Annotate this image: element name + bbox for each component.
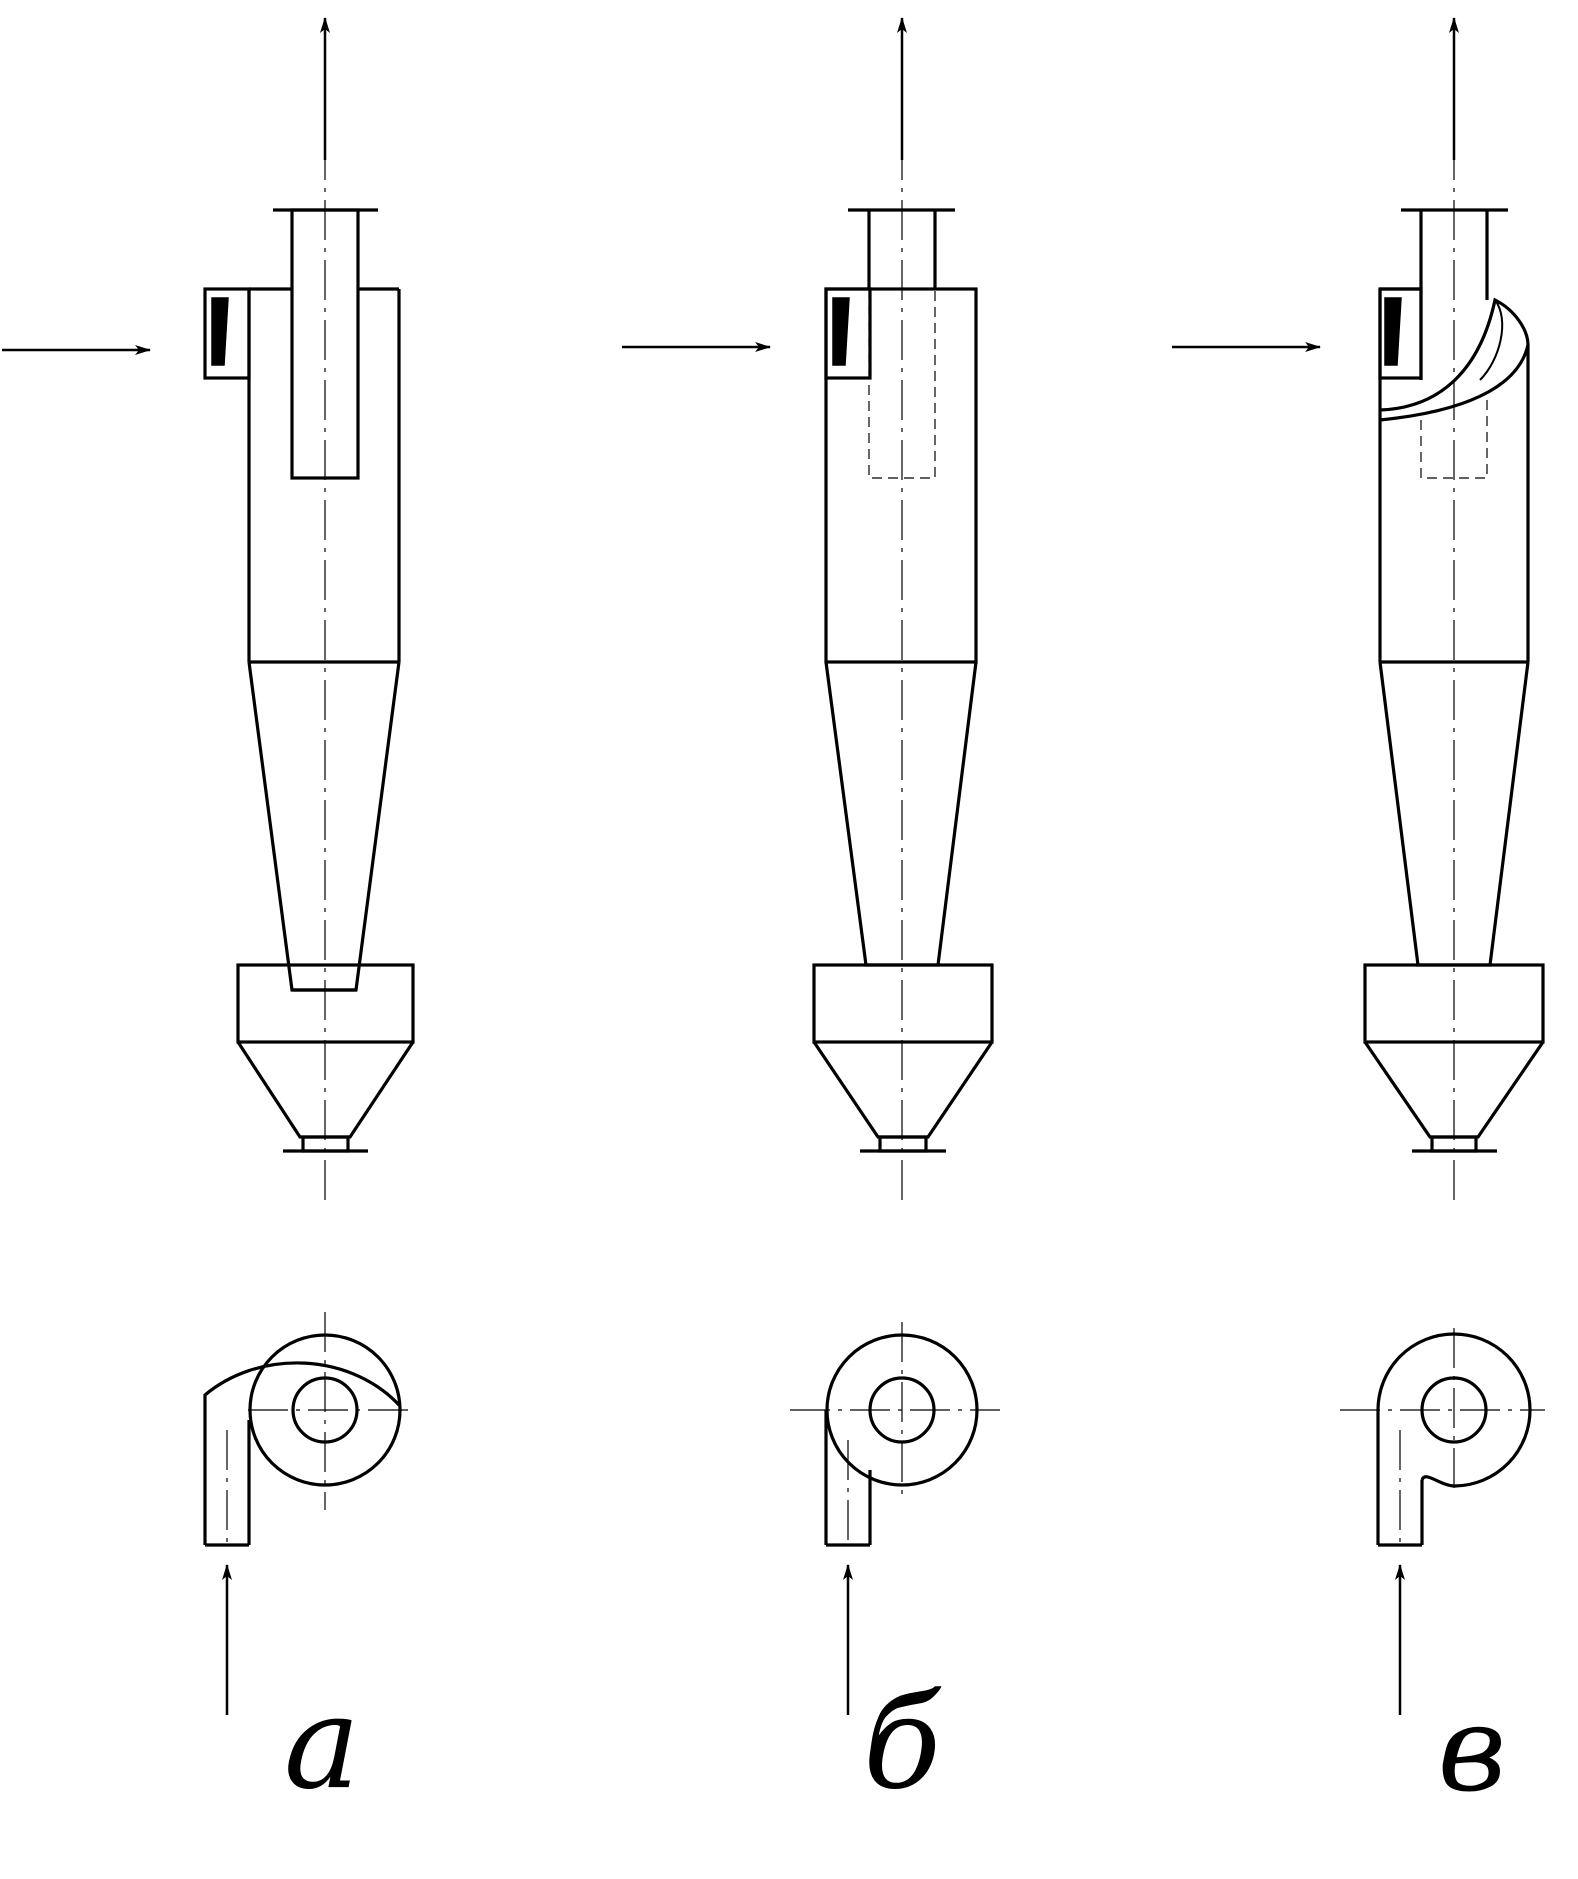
helical-inlet-v (1379, 297, 1530, 422)
hidden-pipe-v (1420, 400, 1488, 479)
outlet-pipe-a (290, 208, 360, 480)
variant-label-v: в (1437, 1680, 1507, 1818)
cone-a (247, 661, 401, 992)
bunker-a (236, 963, 415, 1044)
cone-b (824, 661, 978, 967)
plan-view-b (790, 1322, 1000, 1715)
cyclone-a (2, 17, 415, 1715)
cylinder-b (824, 287, 978, 664)
inlet-nozzle-v (1378, 287, 1423, 380)
plan-view-v (1340, 1328, 1545, 1715)
bunker-b (812, 963, 994, 1044)
cyclone-b (622, 17, 1000, 1715)
bottom-flange-b (878, 1135, 928, 1153)
plan-view-a (203, 1312, 410, 1715)
bunker-v (1363, 963, 1545, 1044)
cyclone-v (1172, 17, 1545, 1715)
inlet-nozzle-a (203, 287, 251, 380)
inlet-nozzle-b (824, 287, 872, 380)
variant-label-a: а (283, 1669, 361, 1818)
hopper-b (812, 1041, 994, 1139)
variant-label-b: б (862, 1669, 942, 1818)
